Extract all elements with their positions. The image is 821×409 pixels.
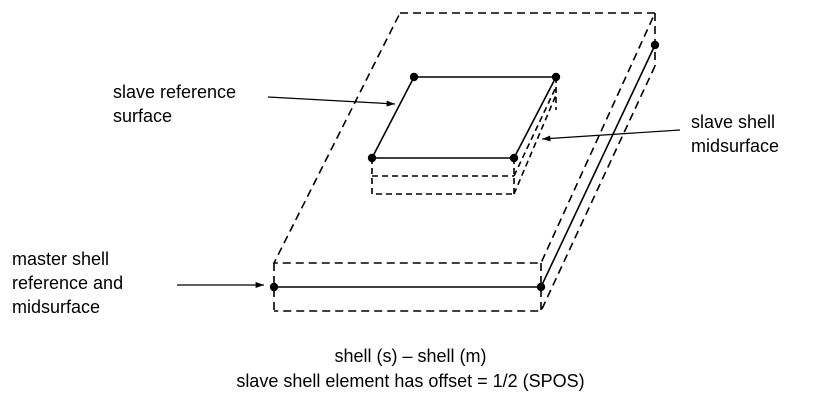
master-shell-top-face	[272, 12, 657, 264]
caption-line-1: shell (s) – shell (m)	[334, 346, 487, 366]
node	[409, 72, 419, 82]
label-line: midsurface	[12, 297, 101, 317]
label-line: slave reference	[113, 82, 237, 102]
node	[509, 153, 519, 163]
label-line: reference and	[12, 273, 124, 293]
slave-shell-midsurface-label: slave shell midsurface	[691, 110, 779, 158]
label-line: surface	[113, 106, 173, 126]
label-line: slave shell	[691, 112, 776, 132]
node	[650, 40, 660, 50]
label-line: master shell	[12, 249, 110, 269]
nodes	[269, 40, 660, 292]
arrow-slave-reference	[267, 96, 396, 107]
node	[551, 72, 561, 82]
master-shell	[272, 12, 657, 312]
master-shell-bottom-face	[274, 65, 656, 312]
leader-arrows	[177, 96, 681, 288]
caption-line-2: slave shell element has offset = 1/2 (SP…	[236, 371, 585, 391]
master-midsurface	[274, 44, 656, 288]
node	[536, 282, 546, 292]
slave-reference-surface-label: slave reference surface	[113, 80, 236, 128]
node	[269, 282, 279, 292]
slave-shell	[370, 76, 558, 195]
arrow-slave-shell	[541, 129, 681, 142]
master-shell-label: master shell reference and midsurface	[12, 247, 123, 319]
label-line: midsurface	[691, 136, 780, 156]
node	[367, 153, 377, 163]
slave-shell-dashed-layers	[371, 77, 557, 195]
